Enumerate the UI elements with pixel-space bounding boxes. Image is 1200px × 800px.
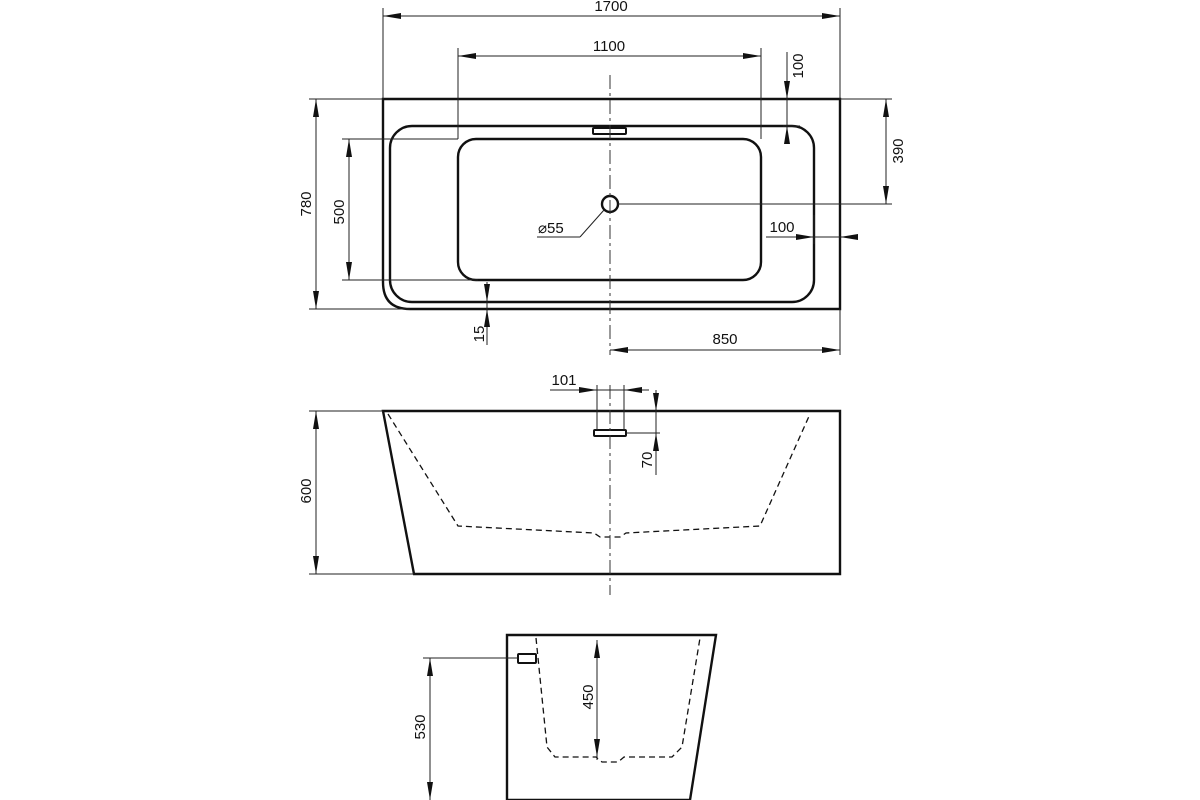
dim-label-drain-offset: 390	[890, 138, 907, 163]
dim-arrow	[653, 393, 659, 411]
dim-arrow	[743, 53, 761, 59]
dim-label-overall-length: 1700	[594, 0, 627, 15]
end-outer-outline	[505, 633, 718, 800]
dim-arrow	[594, 739, 600, 757]
dim-arrow	[784, 126, 790, 144]
dim-arrow	[883, 186, 889, 204]
tub-rim-outline	[388, 124, 816, 304]
dim-arrow	[383, 13, 401, 19]
dim-label-overflow-depth: 70	[639, 452, 656, 469]
dim-label-basin-length: 1100	[593, 38, 625, 55]
side-view: 101 70 600	[298, 372, 842, 595]
dim-arrow	[427, 782, 433, 800]
dim-arrow	[822, 347, 840, 353]
dim-arrow	[346, 262, 352, 280]
dim-arrow	[883, 99, 889, 117]
dim-arrow	[653, 433, 659, 451]
drain-leader-diagonal	[579, 209, 605, 238]
dim-arrow	[313, 99, 319, 117]
dim-arrow	[313, 411, 319, 429]
side-outer-outline	[381, 409, 842, 576]
dim-arrow	[458, 53, 476, 59]
dim-arrow	[313, 291, 319, 309]
dim-arrow	[594, 640, 600, 658]
dim-label-half-length: 850	[712, 331, 737, 348]
dim-arrow	[840, 234, 858, 240]
dim-arrow	[427, 658, 433, 676]
dim-label-overall-width: 780	[298, 191, 315, 216]
end-inner-hidden-line	[535, 637, 701, 763]
tub-outer-outline	[381, 97, 842, 311]
side-inner-hidden-line	[387, 413, 811, 538]
dim-label-rim-offset-right: 100	[769, 219, 794, 236]
dim-label-height: 600	[298, 478, 315, 503]
dim-arrow	[484, 309, 490, 327]
end-view: 450 530	[412, 633, 718, 800]
dim-label-overflow-height: 530	[412, 714, 429, 739]
dim-arrow	[796, 234, 814, 240]
dim-label-corner-gap: 15	[471, 326, 488, 343]
dim-arrow	[579, 387, 597, 393]
dim-arrow	[484, 284, 490, 302]
dim-arrow	[624, 387, 642, 393]
dim-arrow	[313, 556, 319, 574]
top-view: 1700 1100 100 390 780 500	[298, 0, 907, 355]
dim-label-overflow-width: 101	[551, 372, 576, 389]
dim-label-drain-diameter: ⌀55	[538, 220, 564, 237]
dim-label-basin-width: 500	[331, 199, 348, 224]
dim-arrow	[610, 347, 628, 353]
end-overflow	[517, 653, 537, 664]
dim-label-rim-offset-top: 100	[790, 53, 807, 78]
dim-label-inner-depth: 450	[580, 684, 597, 709]
dim-arrow	[784, 81, 790, 99]
dim-arrow	[346, 139, 352, 157]
dim-arrow	[822, 13, 840, 19]
